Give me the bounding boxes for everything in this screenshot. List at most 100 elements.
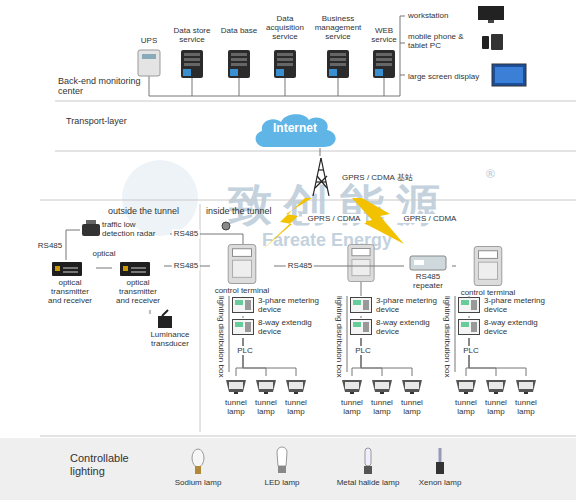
device-node: Metal halide lamp (326, 446, 410, 492)
device-node: 3-phare metering device (350, 296, 438, 316)
connector (236, 338, 243, 376)
node-label: 3-phare metering device (376, 296, 438, 314)
device-node: tunnel lamp (338, 376, 366, 426)
annotation: inside the tunnel (206, 206, 296, 216)
node-label: mobile phone & tablet PC (408, 32, 480, 50)
device-node: 8-way extendig device (350, 318, 438, 338)
node-label: GPRS / CDMA 基站 (342, 173, 436, 182)
node-label: tunnel lamp (248, 398, 284, 416)
device-node: 3-phare metering device (458, 296, 546, 316)
connector-label: optical (90, 249, 117, 258)
node-label: 8-way extendig device (258, 318, 320, 336)
node-label: large screen display (408, 72, 492, 81)
box-label: lighting distribution box (443, 296, 452, 382)
connector (469, 338, 496, 376)
device-node: large screen display (408, 64, 492, 88)
node-label: optical transmitter and receiver (112, 278, 164, 306)
device-node: tunnel lamp (282, 376, 310, 426)
node-label: Data store service (168, 26, 216, 44)
device-node: mobile phone & tablet PC (408, 30, 480, 58)
annotation: Back-end monitoring center (58, 76, 150, 97)
node-label: workstation (408, 11, 476, 20)
connector-label: RS485 (172, 229, 200, 238)
annotation: PLC (233, 346, 257, 355)
node-label: Data base (220, 26, 258, 35)
node-label: tunnel lamp (334, 398, 370, 416)
device-node: optical transmitter and receiver (112, 260, 164, 310)
node-label: Business management service (310, 14, 366, 42)
device-node: Luminance transducer (140, 314, 200, 354)
device-node: LED lamp (254, 446, 310, 492)
box-label: lighting distribution box (335, 296, 344, 382)
connector (320, 148, 321, 156)
device-node: control terminal (210, 244, 274, 296)
node-label: Xenon lamp (410, 478, 470, 487)
device-node: Xenon lamp (410, 446, 470, 492)
device-node: tunnel lamp (512, 376, 540, 426)
watermark: ® (486, 168, 506, 182)
node-label: control terminal (210, 286, 274, 295)
annotation: GPRS / CDMA (398, 214, 462, 223)
box-label: lighting distribution box (217, 296, 226, 382)
annotation: outside the tunnel (108, 206, 198, 216)
connector (361, 338, 382, 376)
device-node: workstation (408, 6, 476, 26)
device-node: Sodium lamp (168, 446, 228, 492)
connector-label: RS485 (172, 261, 200, 270)
node-label: tunnel lamp (394, 398, 430, 416)
connector (243, 338, 296, 376)
device-node: UPS (132, 36, 166, 80)
device-node: Data acquisition service (262, 14, 308, 80)
device-node: control terminal (456, 246, 520, 298)
device-node: tunnel lamp (452, 376, 480, 426)
node-label: RS485 repeater (404, 272, 452, 290)
device-node: Business management service (310, 14, 366, 80)
connector (66, 230, 80, 260)
connector (452, 266, 456, 267)
connector (243, 338, 266, 376)
node-label: tunnel lamp (218, 398, 254, 416)
connector-label: RS485 (286, 261, 314, 270)
connector (469, 316, 470, 318)
device-node: 3-phare metering device (232, 296, 320, 316)
device-node: RS485 repeater (404, 254, 452, 296)
device-node: optical transmitter and receiver (44, 260, 96, 310)
node-label: 8-way extendig device (376, 318, 438, 336)
node-label: Internet (252, 122, 338, 136)
node-label: control terminal (456, 288, 520, 297)
annotation: GPRS / CDMA (302, 214, 366, 223)
node-label: WEB service (366, 26, 402, 44)
device-node: WEB service (366, 26, 402, 80)
connector (96, 268, 112, 269)
node-label: optical transmitter and receiver (44, 278, 96, 306)
node-label: tunnel lamp (448, 398, 484, 416)
node-label: Luminance transducer (140, 330, 200, 348)
connector (243, 296, 244, 297)
device-node: tunnel lamp (252, 376, 280, 426)
device-node: traffic low detection radar (80, 218, 170, 244)
node-label: 3-phare metering device (258, 296, 320, 314)
device-node: GPRS / CDMA 基站 (306, 156, 436, 198)
annotation: Controllable lighting (70, 452, 142, 477)
device-node: 8-way extendig device (458, 318, 546, 338)
connector-label: RS485 (36, 241, 64, 250)
node-label: Metal halide lamp (326, 478, 410, 487)
connector (150, 310, 151, 314)
node-label: traffic low detection radar (102, 220, 170, 238)
node-label: 3-phare metering device (484, 296, 546, 314)
connector (243, 316, 244, 318)
node-label: Sodium lamp (168, 478, 228, 487)
node-label: LED lamp (254, 478, 310, 487)
node-label: UPS (132, 36, 166, 45)
node-label: tunnel lamp (278, 398, 314, 416)
node-label: 8-way extendig device (484, 318, 546, 336)
node-label: tunnel lamp (364, 398, 400, 416)
device-node: tunnel lamp (398, 376, 426, 426)
node-label: tunnel lamp (478, 398, 514, 416)
annotation: PLC (459, 346, 483, 355)
device-node: tunnel lamp (482, 376, 510, 426)
device-node: Data base (220, 26, 258, 80)
device-node: tunnel lamp (222, 376, 250, 426)
